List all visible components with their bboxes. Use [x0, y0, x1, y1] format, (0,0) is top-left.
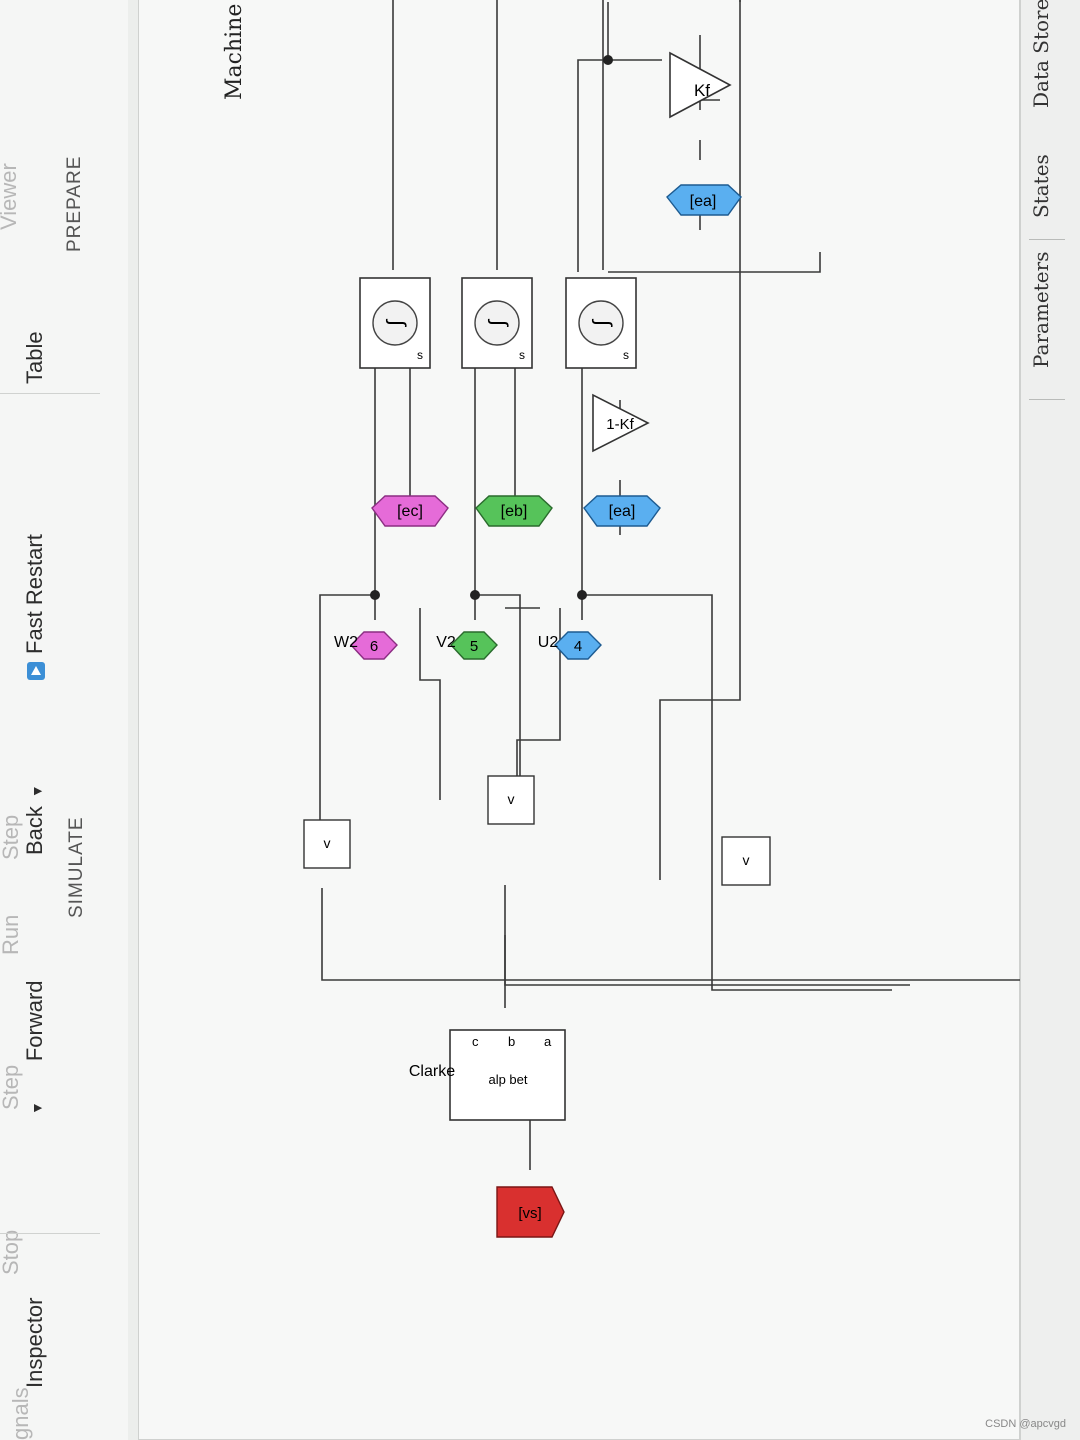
diff-block-b[interactable]: v: [487, 775, 535, 825]
svg-text:c: c: [472, 1034, 479, 1049]
svg-text:s: s: [623, 348, 629, 362]
svg-text:v: v: [743, 852, 750, 868]
svg-text:∫: ∫: [588, 318, 613, 328]
svg-text:b: b: [508, 1034, 515, 1049]
diff-block-c[interactable]: v: [303, 819, 351, 869]
gain-kf-label: Kf: [694, 81, 710, 100]
from-ec[interactable]: [ec]: [371, 495, 449, 527]
svg-text:[ec]: [ec]: [397, 503, 423, 520]
clarke-name: Clarke: [409, 1063, 455, 1080]
model-data-tabs: Parameters States Data Stores: [1020, 0, 1080, 1440]
branch-point: [603, 55, 613, 65]
svg-text:V2: V2: [436, 634, 456, 651]
svg-text:[vs]: [vs]: [518, 1205, 541, 1222]
integrator-u[interactable]: ∫ s: [565, 277, 637, 369]
svg-text:s: s: [519, 348, 525, 362]
tab-data-stores[interactable]: Data Stores: [1029, 0, 1053, 108]
svg-text:W2: W2: [334, 634, 358, 651]
outport-u2[interactable]: 4 U2: [538, 631, 602, 660]
branch-point: [577, 590, 587, 600]
tab-parameters[interactable]: Parameters: [1029, 251, 1053, 368]
svg-text:6: 6: [370, 638, 378, 655]
svg-text:∫: ∫: [382, 318, 407, 328]
tab-divider: [1029, 239, 1065, 240]
svg-text:5: 5: [470, 638, 478, 655]
integrator-v[interactable]: ∫ s: [461, 277, 533, 369]
svg-text:∫: ∫: [484, 318, 509, 328]
svg-text:4: 4: [574, 638, 582, 655]
from-eb[interactable]: [eb]: [475, 495, 553, 527]
gain-kf-block[interactable]: Kf: [669, 51, 732, 119]
svg-text:[eb]: [eb]: [501, 503, 528, 520]
from-ea-top[interactable]: [ea]: [666, 184, 742, 216]
diff-block-a[interactable]: v: [721, 836, 771, 886]
svg-text:v: v: [324, 835, 331, 851]
goto-vs[interactable]: [vs]: [496, 1186, 565, 1238]
gain-1-kf-label: 1-Kf: [606, 416, 634, 433]
svg-text:U2: U2: [538, 634, 559, 651]
tab-divider: [1029, 399, 1065, 400]
svg-text:v: v: [508, 791, 515, 807]
svg-text:alp bet: alp bet: [488, 1072, 527, 1087]
outport-v2[interactable]: 5 V2: [436, 631, 498, 660]
gain-1-kf-block[interactable]: 1-Kf: [592, 393, 650, 453]
svg-text:[ea]: [ea]: [690, 193, 717, 210]
branch-point: [470, 590, 480, 600]
svg-text:a: a: [544, 1034, 552, 1049]
branch-point: [370, 590, 380, 600]
clarke-block[interactable]: a b c alp bet Clarke: [409, 1029, 566, 1121]
watermark: CSDN @apcvgd: [985, 1418, 1066, 1430]
svg-text:s: s: [417, 348, 423, 362]
outport-w2[interactable]: 6 W2: [334, 631, 398, 660]
tab-states[interactable]: States: [1029, 154, 1053, 218]
integrator-w[interactable]: ∫ s: [359, 277, 431, 369]
from-ea[interactable]: [ea]: [583, 495, 661, 527]
svg-text:[ea]: [ea]: [609, 503, 636, 520]
